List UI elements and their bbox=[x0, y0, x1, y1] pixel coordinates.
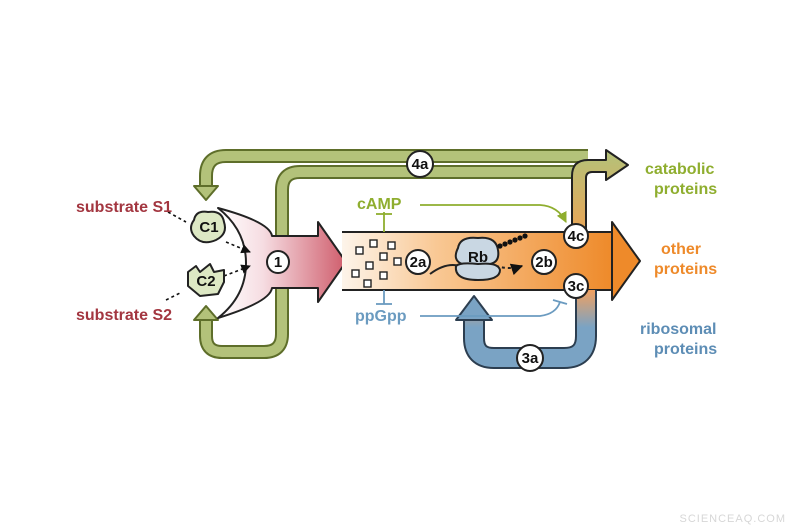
camp-label: cAMP bbox=[357, 196, 402, 213]
other-label-line1: other bbox=[661, 241, 701, 258]
node-4c: 4c bbox=[563, 223, 589, 249]
ppgpp-regulation bbox=[376, 290, 568, 317]
node-1: 1 bbox=[266, 250, 290, 274]
substrate-s2-label: substrate S2 bbox=[76, 307, 172, 324]
transporter-c1 bbox=[190, 210, 226, 244]
feedback-arrow-4a bbox=[193, 149, 588, 359]
substrate-s1-label: substrate S1 bbox=[76, 199, 172, 216]
transporter-c2 bbox=[187, 263, 225, 297]
ribosomal-label-line2: proteins bbox=[654, 341, 717, 358]
node-2b: 2b bbox=[531, 249, 557, 275]
svg-text:2a: 2a bbox=[410, 254, 427, 271]
nascent-peptide bbox=[497, 233, 528, 249]
ribosomal-label-line1: ribosomal bbox=[640, 321, 716, 338]
precursor-pool bbox=[351, 239, 402, 288]
c1-label: C1 bbox=[199, 219, 218, 236]
other-label-line2: proteins bbox=[654, 261, 717, 278]
catabolic-output-arrow bbox=[571, 149, 629, 233]
node-3a: 3a bbox=[516, 344, 544, 372]
svg-text:4a: 4a bbox=[412, 156, 429, 173]
svg-text:4c: 4c bbox=[568, 228, 585, 245]
svg-text:3c: 3c bbox=[568, 278, 585, 295]
c2-label: C2 bbox=[196, 273, 215, 290]
camp-regulation bbox=[376, 204, 567, 232]
substrate-arrows bbox=[165, 211, 251, 301]
rb-label: Rb bbox=[468, 249, 488, 266]
node-3c: 3c bbox=[563, 273, 589, 299]
ribosome bbox=[454, 236, 502, 282]
svg-text:2b: 2b bbox=[535, 254, 553, 271]
node-4a: 4a bbox=[406, 150, 434, 178]
node-2a: 2a bbox=[405, 249, 431, 275]
catabolic-label-line2: proteins bbox=[654, 181, 717, 198]
ppgpp-label: ppGpp bbox=[355, 308, 407, 325]
watermark: SCIENCEAQ.COM bbox=[679, 513, 786, 525]
svg-text:3a: 3a bbox=[522, 350, 539, 367]
svg-text:1: 1 bbox=[274, 254, 282, 271]
catabolic-label-line1: catabolic bbox=[645, 161, 714, 178]
